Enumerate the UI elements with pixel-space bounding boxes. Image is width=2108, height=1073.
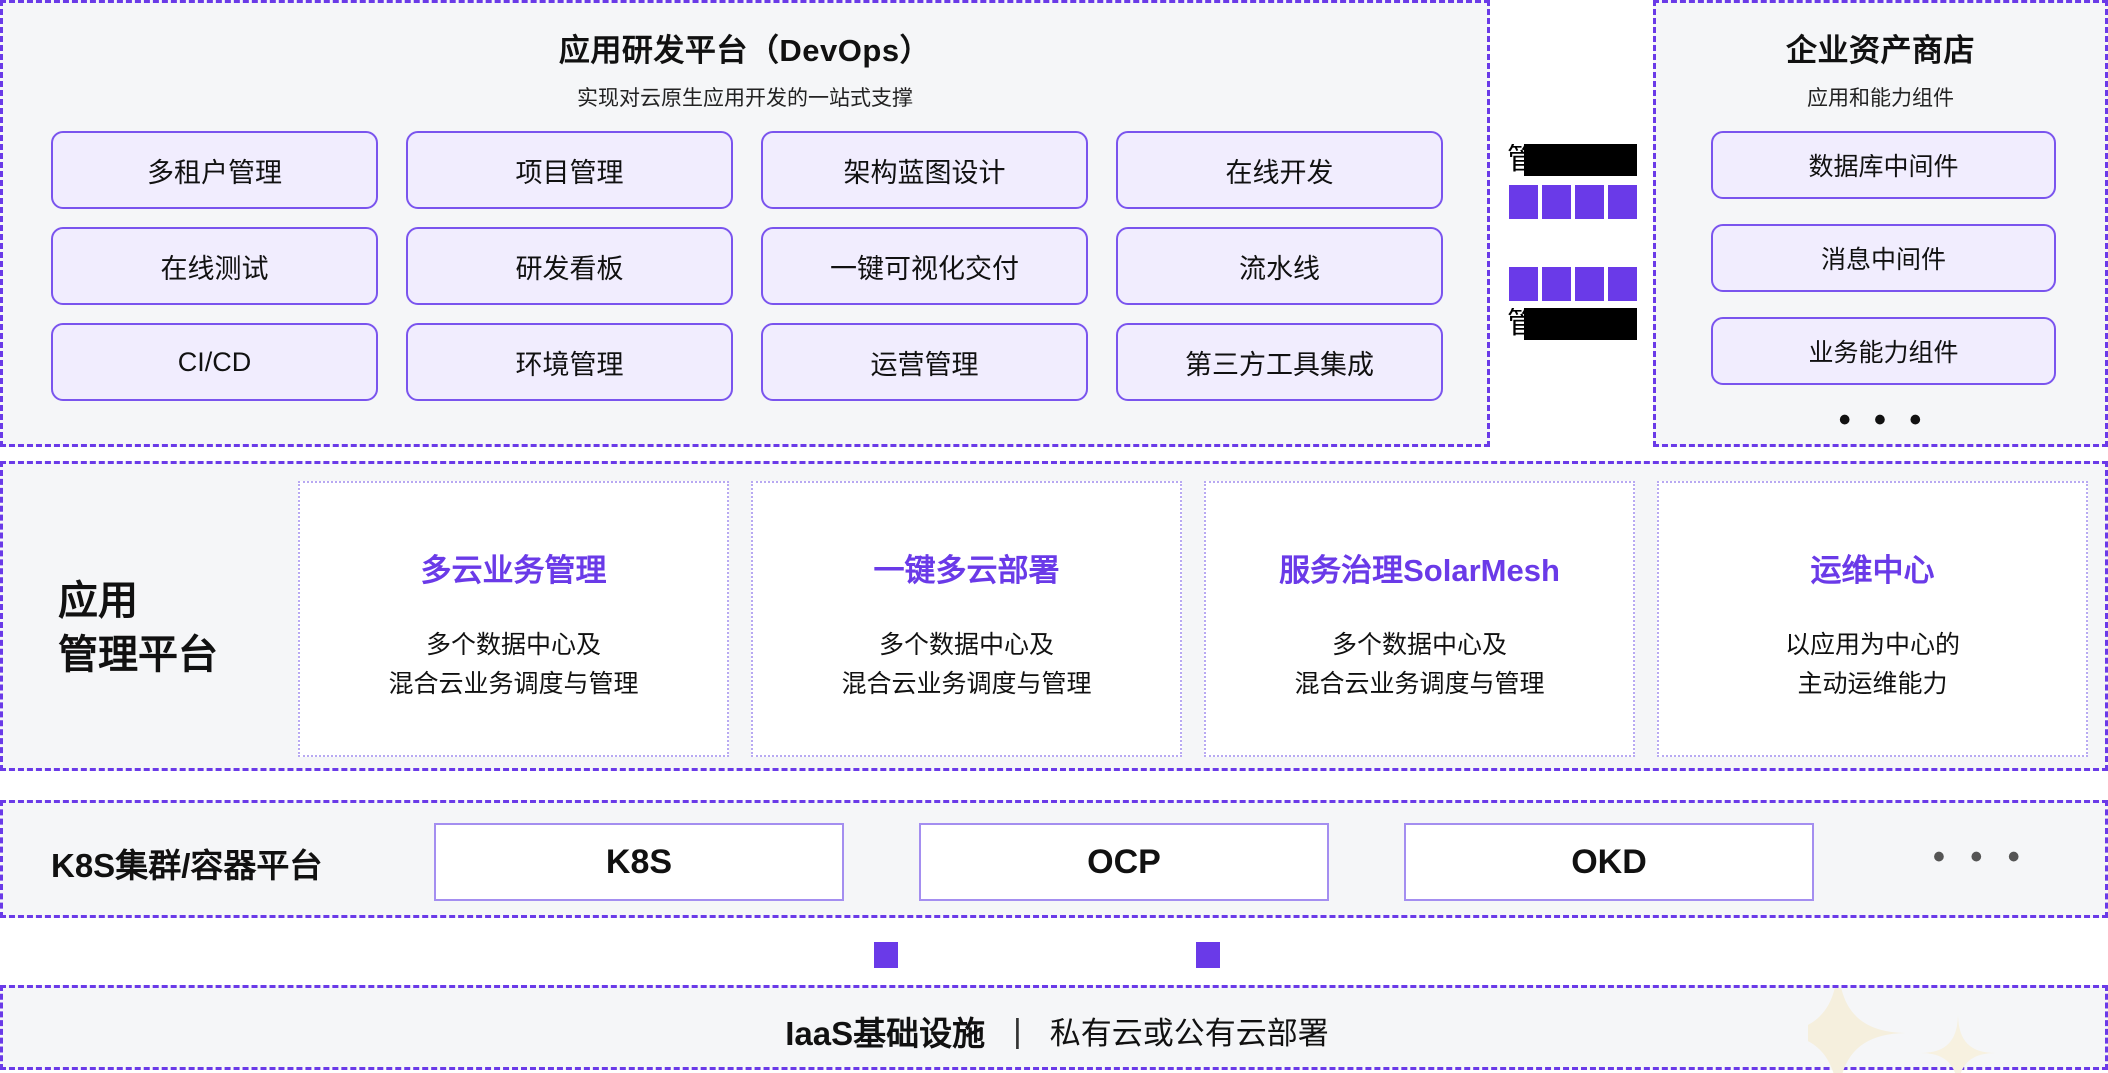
redaction-bar	[1524, 308, 1637, 340]
devops-title: 应用研发平台（DevOps）	[558, 33, 932, 68]
app-platform-label-line1: 应用	[58, 579, 138, 623]
square-marker	[1608, 267, 1637, 301]
k8s-panel-label: K8S集群/容器平台	[51, 847, 323, 884]
square-marker	[1608, 185, 1637, 219]
card-desc-line: 混合云业务调度与管理	[841, 669, 1092, 698]
redacted-label-row: 管	[1507, 144, 1637, 176]
devops-chip[interactable]: CI/CD	[51, 323, 378, 401]
iaas-subtitle: 私有云或公有云部署	[1049, 1016, 1329, 1051]
card-description: 多个数据中心及 混合云业务调度与管理	[388, 626, 638, 704]
devops-chip[interactable]: 运营管理	[761, 323, 1088, 401]
card-desc-line: 以应用为中心的	[1784, 631, 1960, 659]
devops-chip[interactable]: 架构蓝图设计	[761, 131, 1088, 209]
square-row	[1509, 267, 1639, 301]
app-management-platform-panel: 应用 管理平台 多云业务管理 多个数据中心及 混合云业务调度与管理 一键多云部署…	[0, 461, 2108, 771]
k8s-platform-panel: K8S集群/容器平台 K8S OCP OKD • • •	[0, 800, 2108, 918]
devops-subtitle: 实现对云原生应用开发的一站式支撑	[577, 87, 913, 110]
devops-chip[interactable]: 流水线	[1116, 227, 1443, 305]
card-description: 以应用为中心的 主动运维能力	[1785, 626, 1960, 704]
k8s-more-ellipsis: • • •	[1933, 838, 2028, 876]
iaas-title: IaaS基础设施	[785, 1014, 986, 1052]
store-chip[interactable]: 业务能力组件	[1711, 317, 2056, 385]
card-desc-line: 混合云业务调度与管理	[1294, 669, 1545, 698]
connector-marker-right	[1196, 942, 1220, 968]
app-platform-card[interactable]: 多云业务管理 多个数据中心及 混合云业务调度与管理	[298, 481, 729, 757]
top-row: 应用研发平台（DevOps） 实现对云原生应用开发的一站式支撑 多租户管理 项目…	[0, 0, 2108, 447]
store-chip[interactable]: 消息中间件	[1711, 224, 2056, 292]
devops-chip[interactable]: 在线开发	[1116, 131, 1443, 209]
card-desc-line: 主动运维能力	[1797, 669, 1948, 698]
app-platform-label-line2: 管理平台	[58, 633, 218, 677]
card-title: 服务治理SolarMesh	[1279, 553, 1560, 588]
square-marker	[1575, 185, 1604, 219]
store-title: 企业资产商店	[1786, 33, 1975, 68]
card-desc-line: 多个数据中心及	[425, 631, 601, 659]
devops-chip[interactable]: 在线测试	[51, 227, 378, 305]
card-description: 多个数据中心及 混合云业务调度与管理	[1294, 626, 1544, 704]
devops-chip[interactable]: 一键可视化交付	[761, 227, 1088, 305]
iaas-divider: |	[1013, 1011, 1022, 1049]
devops-chip[interactable]: 多租户管理	[51, 131, 378, 209]
app-platform-card[interactable]: 一键多云部署 多个数据中心及 混合云业务调度与管理	[751, 481, 1182, 757]
k8s-card[interactable]: OCP	[919, 823, 1329, 901]
card-desc-line: 混合云业务调度与管理	[388, 669, 639, 698]
k8s-card[interactable]: K8S	[434, 823, 844, 901]
devops-chip[interactable]: 环境管理	[406, 323, 733, 401]
card-title: 一键多云部署	[873, 553, 1060, 588]
card-desc-line: 多个数据中心及	[1331, 631, 1507, 659]
k8s-card-list: K8S OCP OKD	[434, 822, 1814, 902]
square-marker	[1542, 185, 1571, 219]
app-platform-label: 应用 管理平台	[58, 574, 288, 682]
app-platform-card-grid: 多云业务管理 多个数据中心及 混合云业务调度与管理 一键多云部署 多个数据中心及…	[298, 481, 2088, 757]
app-platform-card[interactable]: 服务治理SolarMesh 多个数据中心及 混合云业务调度与管理	[1204, 481, 1635, 757]
square-marker	[1509, 185, 1538, 219]
square-row	[1509, 185, 1639, 219]
square-marker	[1542, 267, 1571, 301]
card-desc-line: 多个数据中心及	[878, 631, 1054, 659]
card-title: 多云业务管理	[420, 553, 607, 588]
devops-chip-grid: 多租户管理 项目管理 架构蓝图设计 在线开发 在线测试 研发看板 一键可视化交付…	[51, 131, 1443, 401]
devops-chip[interactable]: 研发看板	[406, 227, 733, 305]
store-chip-list: 数据库中间件 消息中间件 业务能力组件 • • •	[1711, 131, 2056, 439]
devops-chip[interactable]: 第三方工具集成	[1116, 323, 1443, 401]
card-description: 多个数据中心及 混合云业务调度与管理	[841, 626, 1091, 704]
square-marker	[1509, 267, 1538, 301]
store-subtitle: 应用和能力组件	[1807, 87, 1954, 110]
iaas-panel: IaaS基础设施 | 私有云或公有云部署	[0, 985, 2108, 1073]
square-marker	[1575, 267, 1604, 301]
store-more-ellipsis: • • •	[1838, 401, 1929, 439]
k8s-card[interactable]: OKD	[1404, 823, 1814, 901]
middle-redacted-column: 管 管	[1497, 0, 1647, 447]
iaas-content-row: IaaS基础设施 | 私有云或公有云部署	[3, 988, 2108, 1073]
app-platform-card[interactable]: 运维中心 以应用为中心的 主动运维能力	[1657, 481, 2088, 757]
card-title: 运维中心	[1810, 553, 1935, 588]
redaction-bar	[1524, 144, 1637, 176]
devops-chip[interactable]: 项目管理	[406, 131, 733, 209]
redacted-label-row: 管	[1507, 308, 1637, 340]
devops-panel: 应用研发平台（DevOps） 实现对云原生应用开发的一站式支撑 多租户管理 项目…	[0, 0, 1490, 447]
store-chip[interactable]: 数据库中间件	[1711, 131, 2056, 199]
connector-marker-left	[874, 942, 898, 968]
enterprise-store-panel: 企业资产商店 应用和能力组件 数据库中间件 消息中间件 业务能力组件 • • •	[1653, 0, 2108, 447]
